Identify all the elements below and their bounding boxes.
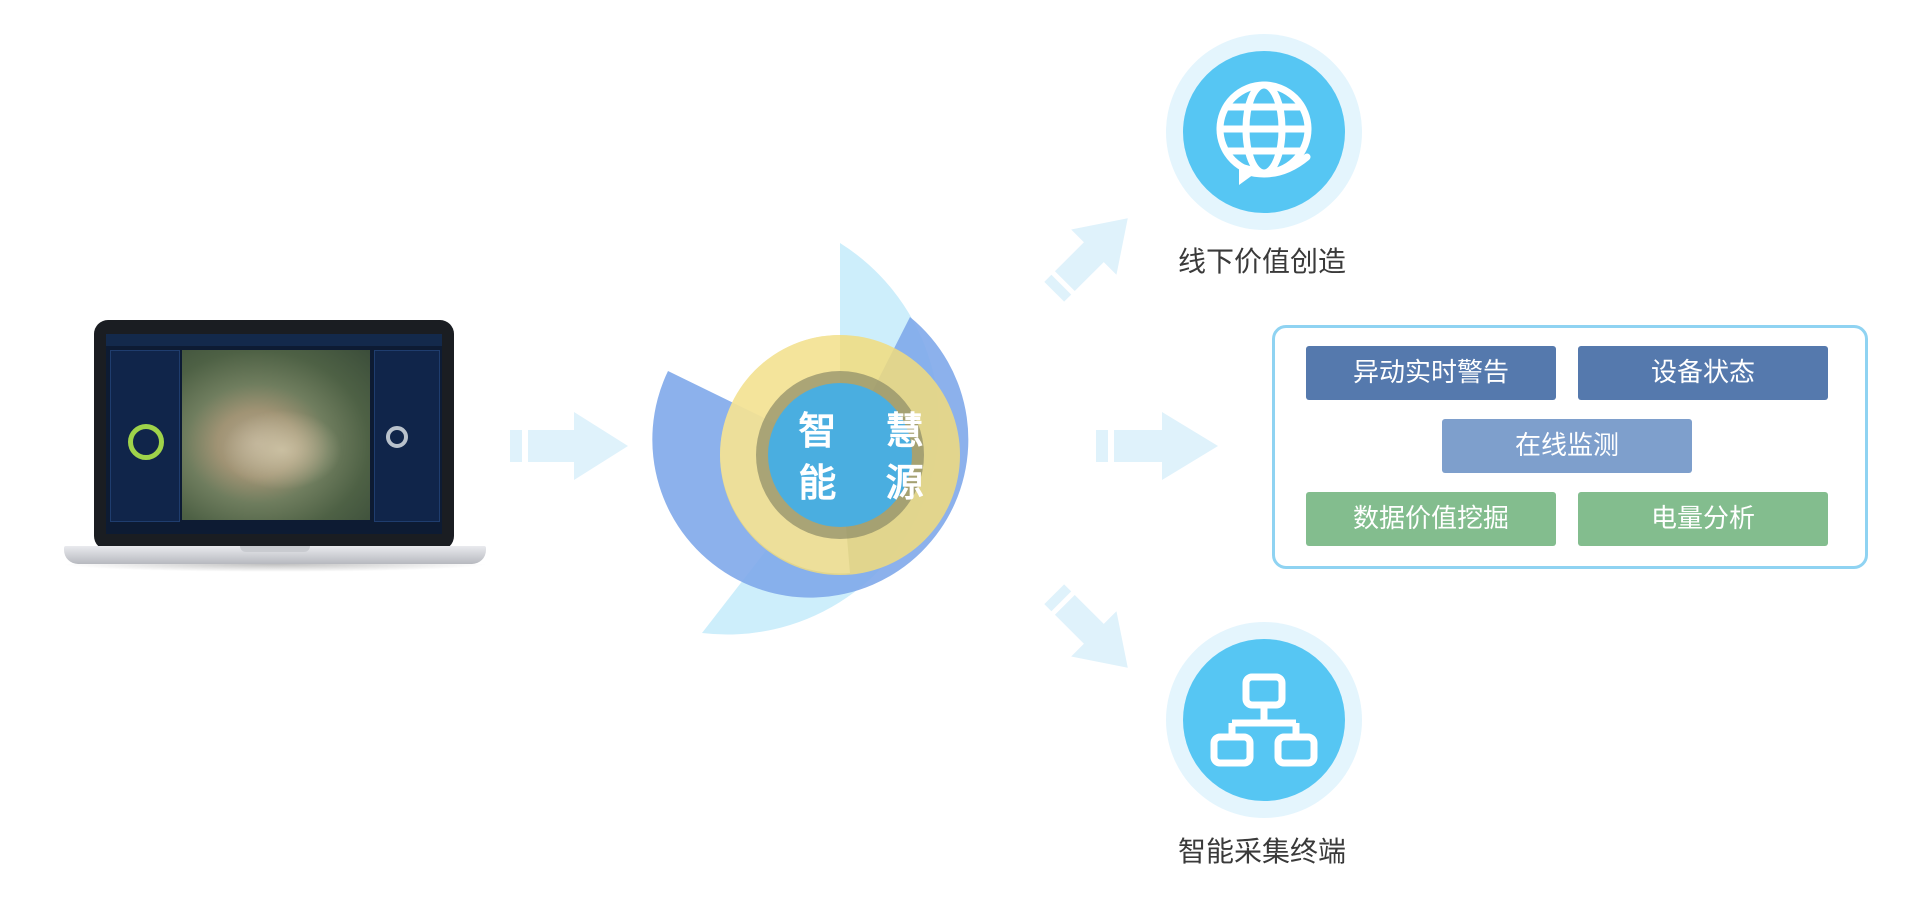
bottom-node-label: 智能采集终端 xyxy=(1178,835,1347,868)
top-node-disc xyxy=(1183,51,1345,213)
dashboard-ring-chart xyxy=(128,424,164,460)
arrow-center-to-top xyxy=(1044,218,1128,302)
dashboard-ring-chart-right xyxy=(386,426,408,448)
feature-tag-device-status: 设备状态 xyxy=(1578,346,1828,400)
core-circle xyxy=(768,383,912,527)
center-title-line2: 能 源 xyxy=(798,461,942,505)
arrow-center-to-bottom xyxy=(1044,584,1128,668)
feature-tag-data-mining: 数据价值挖掘 xyxy=(1306,492,1556,546)
bottom-node-halo xyxy=(1166,622,1362,818)
dashboard-satellite-map xyxy=(182,350,370,520)
feature-panel: 异动实时警告 设备状态 在线监测 数据价值挖掘 电量分析 xyxy=(1272,325,1868,569)
laptop-dashboard xyxy=(60,310,490,580)
feature-tag-alarm: 异动实时警告 xyxy=(1306,346,1556,400)
feature-tag-online-monitoring: 在线监测 xyxy=(1442,419,1692,473)
hierarchy-icon xyxy=(1210,673,1318,767)
dashboard-screen xyxy=(106,334,442,534)
feature-tag-power-analysis: 电量分析 xyxy=(1578,492,1828,546)
energy-ring-graphic xyxy=(652,243,969,635)
arrow-center-to-features xyxy=(1096,412,1218,480)
laptop-shadow xyxy=(60,564,490,572)
arrow-laptop-to-center xyxy=(510,412,628,480)
globe-chat-icon xyxy=(1216,81,1312,185)
dashboard-topbar xyxy=(106,334,442,346)
bottom-node-disc xyxy=(1183,639,1345,801)
laptop-notch xyxy=(240,546,310,552)
laptop-base xyxy=(64,546,486,564)
center-title-line1: 智 慧 xyxy=(798,409,942,453)
top-node-halo xyxy=(1166,34,1362,230)
top-node-label: 线下价值创造 xyxy=(1178,245,1347,278)
